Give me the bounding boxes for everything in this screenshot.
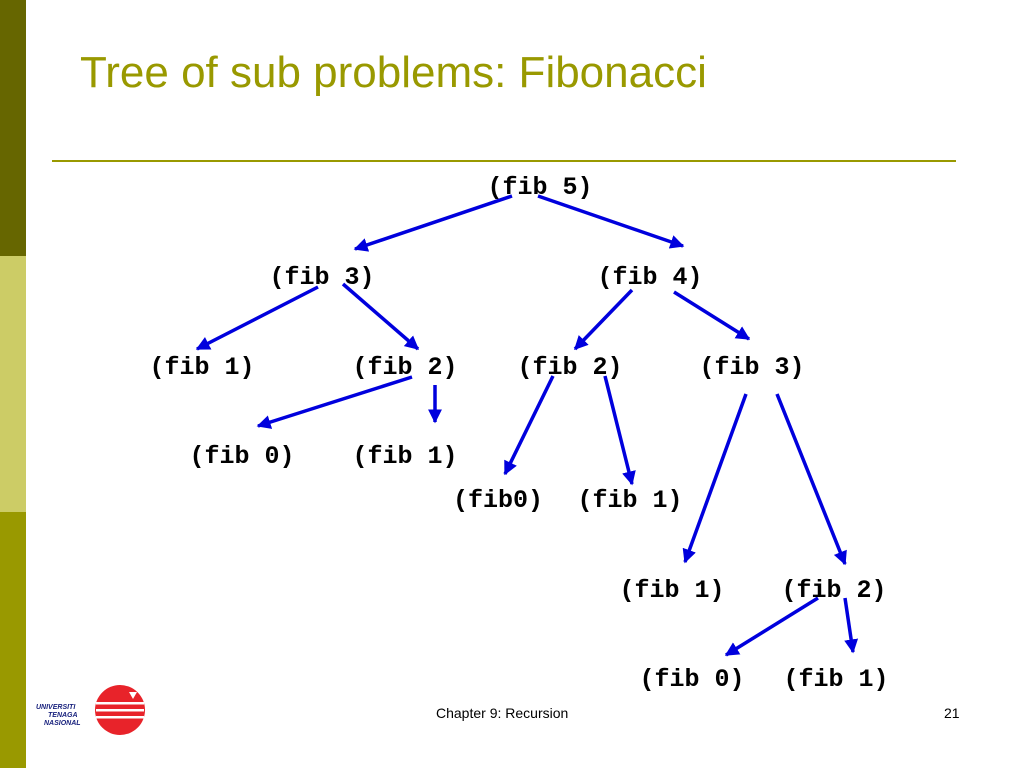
fibonacci-tree-diagram: (fib 5) (fib 3) (fib 4) (fib 1) (fib 2) (fib … [149, 173, 888, 694]
tree-node: (fib 0) [189, 442, 294, 471]
tree-edge-n2-n5 [573, 288, 634, 351]
side-bar-light [0, 256, 26, 512]
tree-edge-n12-n14 [843, 597, 859, 654]
title-divider [52, 160, 956, 162]
tree-node: (fib 1) [619, 576, 724, 605]
logo-line-3: NASIONAL [44, 720, 81, 727]
tree-edge-n0-n2 [537, 194, 685, 249]
tree-node: (fib 3) [269, 263, 374, 292]
side-bar-dark [0, 0, 26, 256]
slide-title: Tree of sub problems: Fibonacci [80, 48, 707, 97]
tree-edge-n6-n12 [775, 393, 847, 566]
tree-edge-n6-n11 [682, 393, 748, 564]
tree-node: (fib 2) [781, 576, 886, 605]
tree-edge-n2-n6 [673, 290, 751, 341]
tree-node: (fib 2) [352, 353, 457, 382]
tree-node: (fib 2) [517, 353, 622, 382]
logo-line-2: TENAGA [48, 712, 78, 719]
university-logo: UNIVERSITI TENAGA NASIONAL [36, 682, 148, 743]
tree-edge-n5-n9 [503, 375, 555, 476]
tree-edge-n5-n10 [603, 375, 636, 486]
tree-edge-n4-n7 [256, 375, 413, 429]
tree-node: (fib 0) [639, 665, 744, 694]
tree-node: (fib 4) [597, 263, 702, 292]
tree-node: (fib 1) [149, 353, 254, 382]
tree-edge-n0-n1 [353, 194, 513, 252]
logo-line-1: UNIVERSITI [36, 704, 76, 711]
tree-edge-n12-n13 [724, 596, 819, 657]
tree-edge-n1-n4 [341, 282, 420, 351]
slide-footer: Chapter 9: Recursion [436, 705, 569, 721]
tree-node: (fib 1) [577, 486, 682, 515]
tree-node: (fib 1) [352, 442, 457, 471]
tree-node: (fib 5) [487, 173, 592, 202]
tree-node: (fib0) [453, 486, 543, 515]
tree-node: (fib 1) [783, 665, 888, 694]
tree-node: (fib 3) [699, 353, 804, 382]
page-number: 21 [944, 705, 960, 721]
side-bar-olive [0, 512, 26, 768]
tree-edge-n1-n3 [195, 285, 319, 351]
